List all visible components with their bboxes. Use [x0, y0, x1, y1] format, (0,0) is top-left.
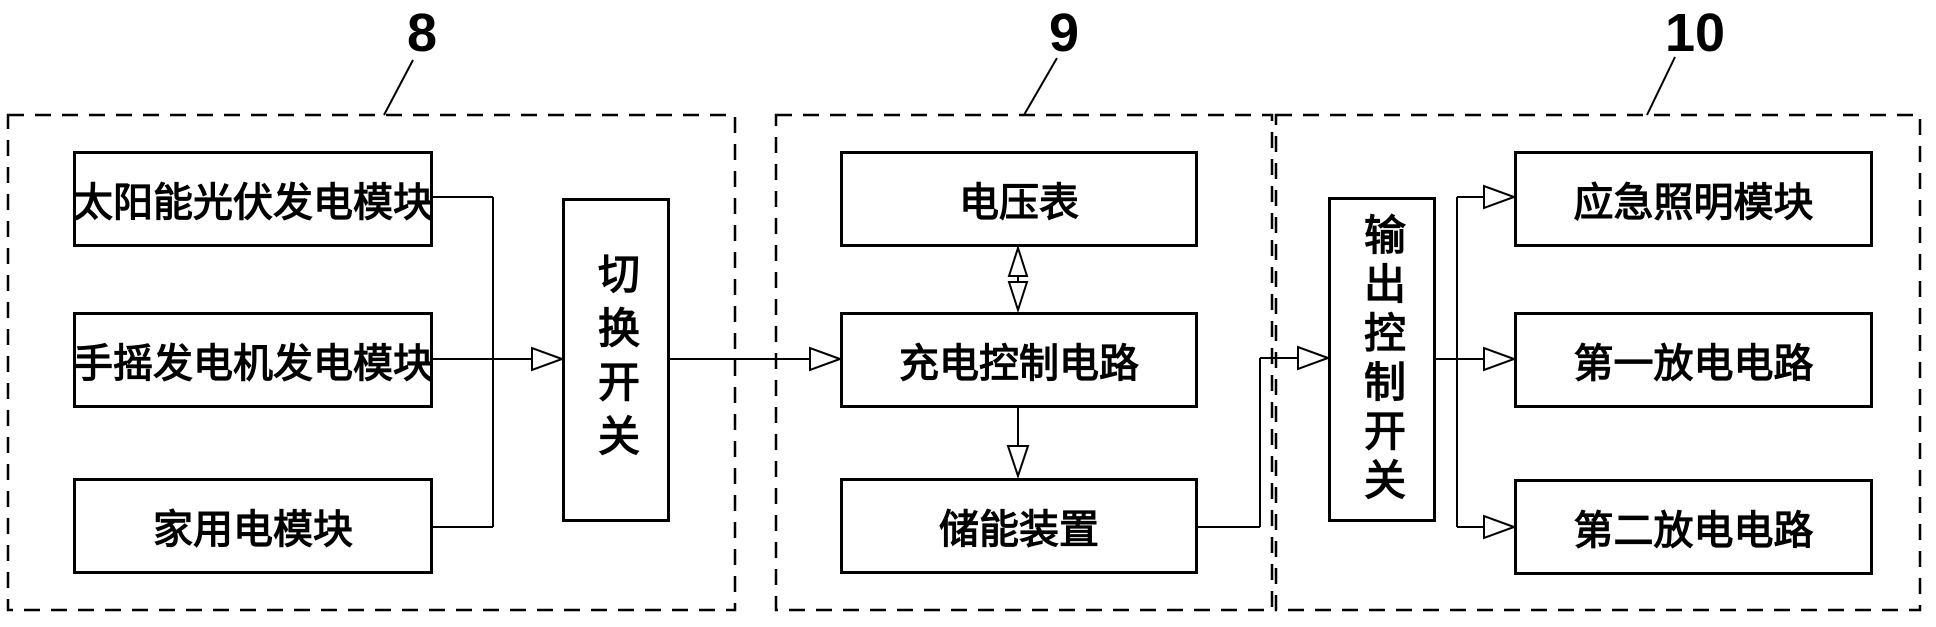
arrowhead-into-discharge1	[1483, 346, 1517, 372]
arrowhead-up-into-voltmeter	[1007, 244, 1029, 277]
group-8-dashed-border	[6, 113, 737, 612]
node-changeover-switch: 切换开关	[562, 198, 670, 522]
ref-label-8: 8	[406, 3, 438, 63]
node-solar-pv-module: 太阳能光伏发电模块	[73, 151, 433, 247]
arrowhead-into-changeover-switch	[531, 346, 565, 372]
group-10-dashed-border	[1274, 113, 1922, 612]
node-first-discharge-circuit: 第一放电电路	[1514, 312, 1873, 408]
node-household-power-module: 家用电模块	[73, 478, 433, 574]
leader-line-10	[1646, 56, 1676, 116]
arrowhead-into-storage	[1006, 445, 1030, 480]
node-output-control-switch: 输出控制开关	[1328, 197, 1436, 522]
group-9-dashed-border	[774, 113, 1274, 612]
arrowhead-into-emergency-light	[1483, 184, 1517, 210]
ref-label-9: 9	[1048, 3, 1080, 63]
arrowhead-into-discharge2	[1483, 514, 1517, 540]
node-voltmeter: 电压表	[840, 151, 1198, 247]
leader-line-8	[383, 59, 414, 116]
ref-label-10: 10	[1664, 3, 1726, 63]
leader-line-9	[1023, 57, 1058, 116]
arrowhead-into-charge-control	[809, 346, 843, 372]
arrowhead-into-output-switch	[1297, 345, 1331, 371]
node-charge-control-circuit: 充电控制电路	[840, 312, 1198, 408]
node-hand-crank-generator-module: 手摇发电机发电模块	[73, 312, 433, 408]
node-energy-storage-device: 储能装置	[840, 478, 1198, 574]
node-emergency-lighting-module: 应急照明模块	[1514, 151, 1873, 247]
arrowhead-down-into-charge-control	[1007, 281, 1029, 314]
node-second-discharge-circuit: 第二放电电路	[1514, 479, 1873, 575]
